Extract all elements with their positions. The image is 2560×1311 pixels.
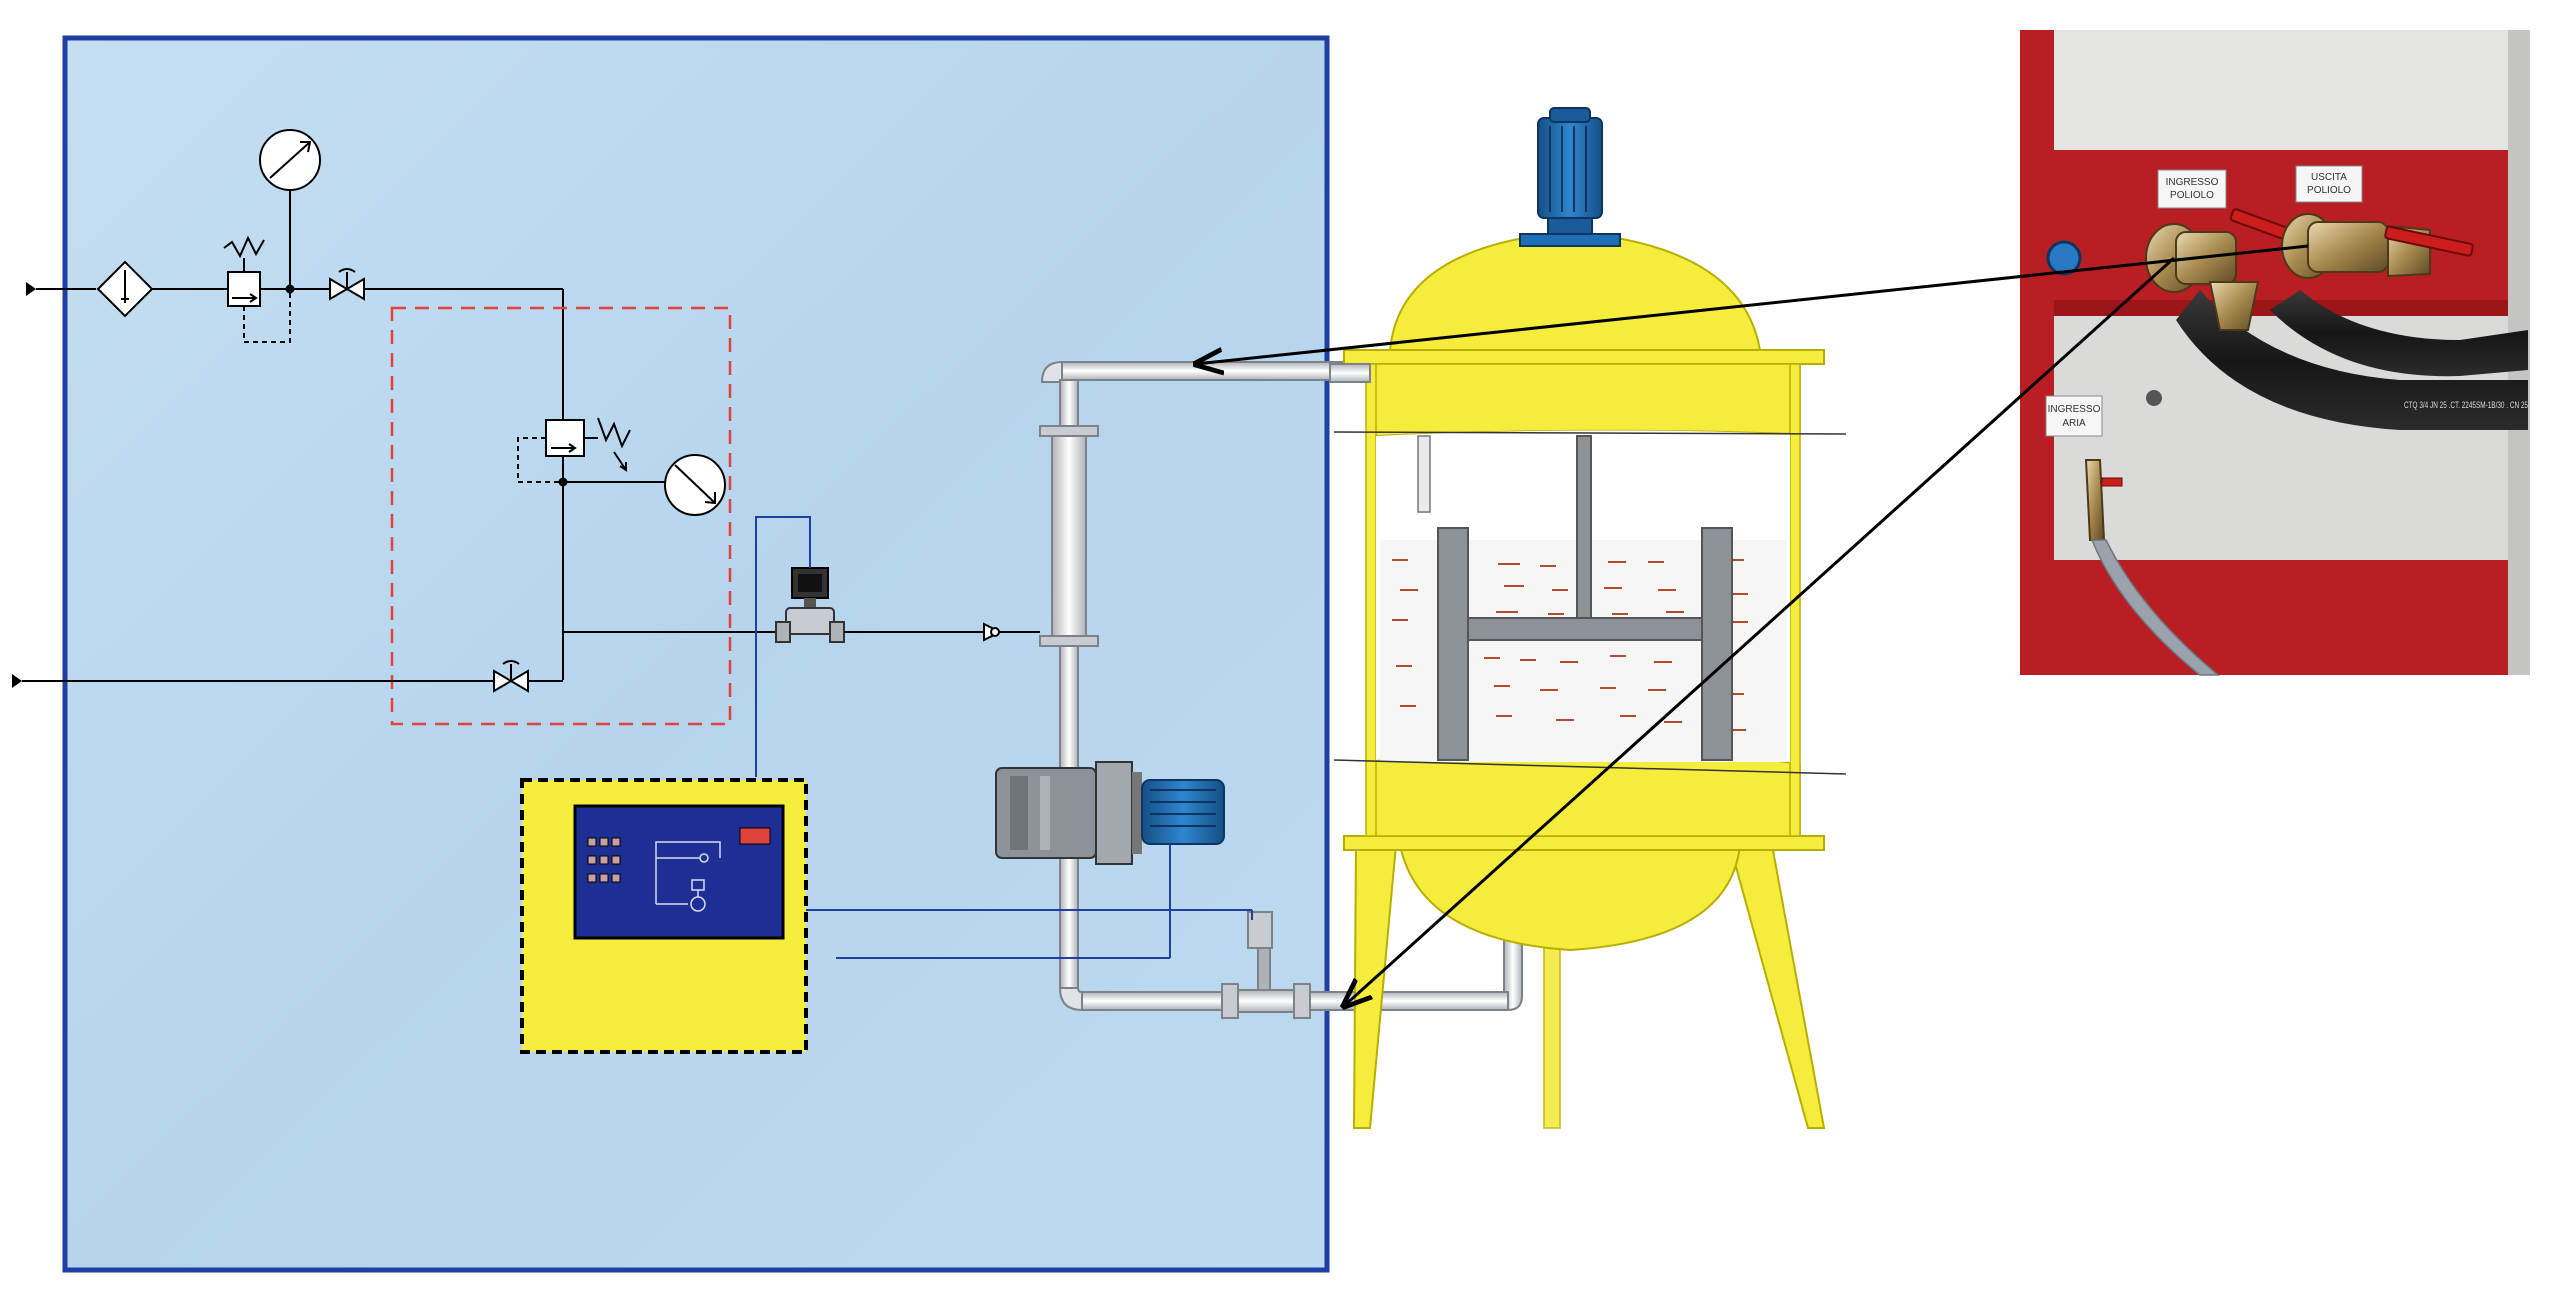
schematic-panel: [62, 35, 1330, 1273]
hose: [2176, 290, 2528, 430]
shutoff-valve-icon: [329, 268, 365, 301]
control-panel: [520, 778, 808, 1054]
control-wiring: [806, 844, 1253, 959]
regulator-group-box: [390, 306, 732, 726]
air-inlet-marker: [12, 674, 22, 688]
agitator: [1437, 435, 1733, 761]
shutoff-valve-icon: [493, 660, 529, 693]
callout-arrows: [1196, 244, 2309, 1006]
outlet-callout-arrow: [1196, 244, 2309, 364]
outlet-label-plate: USCITA POLIOLO: [2295, 165, 2363, 203]
pressure-gauge-icon: [664, 454, 726, 516]
air-inlet-marker: [26, 282, 36, 296]
liquid-level-marks: [1392, 559, 1748, 731]
recirculation-pump: [995, 761, 1225, 865]
blue-plug: [2046, 240, 2082, 276]
agitator-motor: [1537, 117, 1603, 219]
inlet-callout-arrow: [1344, 256, 2176, 1006]
pressure-regulator-icon: [517, 417, 631, 483]
outlet-label-line2: POLIOLO: [2307, 185, 2351, 196]
tank-leg: [1728, 844, 1826, 1129]
indicator-lights: [587, 837, 621, 883]
air-label-line2: ARIA: [2062, 418, 2086, 429]
inlet-label-plate: INGRESSO POLIOLO: [2157, 169, 2227, 209]
inlet-label-line2: POLIOLO: [2170, 190, 2214, 201]
screen-mimic-diagram: [655, 841, 721, 912]
pressure-gauge-icon: [259, 129, 321, 191]
air-supply-line: [26, 129, 564, 420]
hose-print: CTQ 3/4 JN 25 .CT. 2245SM-1B/30 . CN 25: [2404, 400, 2528, 410]
control-screen: [573, 804, 785, 940]
valve-photo-inset: INGRESSO POLIOLO USCITA POLIOLO INGRESSO…: [2020, 30, 2530, 676]
solenoid-signal-wire: [755, 516, 811, 777]
alarm-indicator: [739, 827, 771, 845]
air-label-plate: INGRESSO ARIA: [2045, 395, 2103, 437]
air-ball-valve: [2084, 459, 2221, 676]
tank-leg: [1352, 844, 1398, 1129]
mixing-tank: [1333, 107, 1847, 1129]
inlet-label-line1: INGRESSO: [2166, 177, 2219, 188]
inner-regulator-group: [12, 417, 780, 693]
hose: [2270, 290, 2528, 377]
solenoid-valve: [775, 567, 845, 643]
pump-motor: [1141, 779, 1225, 845]
air-label-line1: INGRESSO: [2048, 404, 2101, 415]
air-filter-icon: [96, 260, 154, 318]
check-valve-icon: [983, 622, 1003, 642]
outlet-label-line1: USCITA: [2311, 172, 2347, 183]
